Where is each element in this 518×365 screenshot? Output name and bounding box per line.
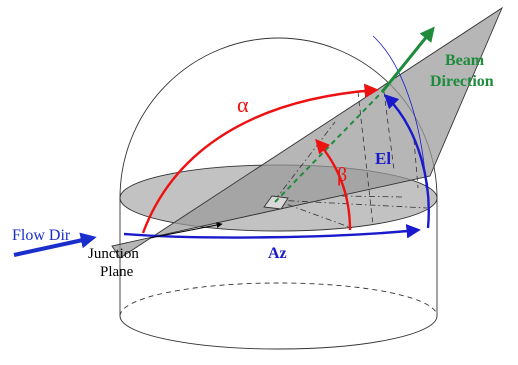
- construction-line-3: [274, 199, 428, 209]
- flow-arrow: [13, 232, 97, 257]
- alpha-arc: [141, 83, 379, 234]
- beta-arc: [315, 138, 352, 231]
- construction-line-1: [274, 121, 336, 201]
- flow-label: Flow Dir: [12, 227, 71, 244]
- junction-label-line2: Plane: [100, 264, 134, 280]
- origin-marker: [263, 195, 289, 210]
- beam-label-line1: Beam: [445, 52, 485, 69]
- construction-lines: [274, 91, 428, 229]
- construction-line-2: [274, 199, 353, 229]
- el-arc: [383, 93, 430, 229]
- beam-label-line2: Direction: [430, 73, 494, 90]
- cylinder-bottom-back: [119, 282, 438, 317]
- junction-pointer: [149, 222, 223, 239]
- beta-label: β: [337, 164, 347, 186]
- el-label: El: [375, 149, 391, 168]
- az-label: Az: [268, 245, 287, 262]
- construction-line-5: [357, 91, 374, 226]
- construction-line-7: [413, 139, 419, 189]
- beam-direction-arrow: [380, 26, 435, 93]
- construction-line-4: [341, 195, 405, 198]
- az-arc: [123, 224, 421, 239]
- alpha-label: α: [237, 92, 249, 117]
- cylinder-bottom-front: [119, 315, 438, 350]
- junction-label-line1: Junction: [88, 246, 139, 262]
